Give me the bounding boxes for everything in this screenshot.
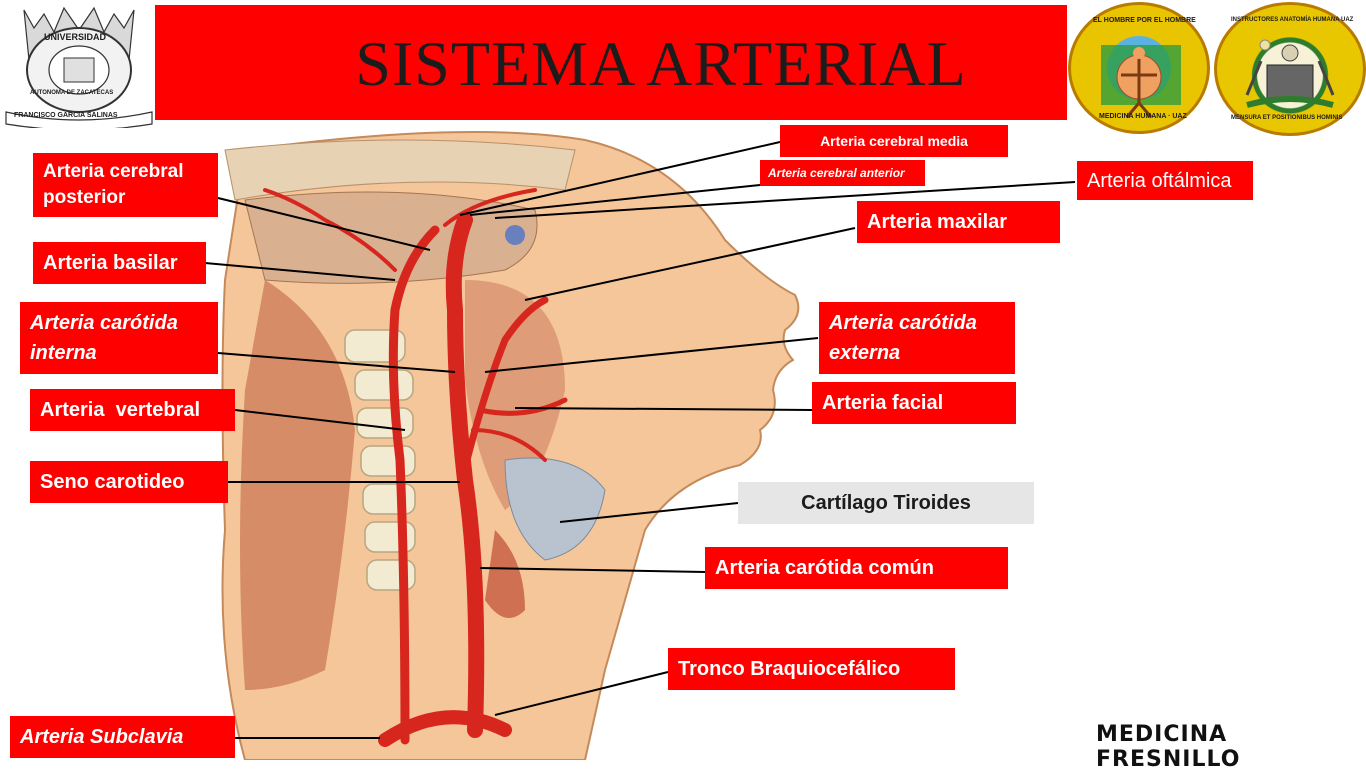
label-arteria-oftalmica: Arteria oftálmica <box>1077 161 1253 200</box>
seal-mid-bottom-text: MEDICINA HUMANA · UAZ <box>1099 113 1187 120</box>
seal-left-top-text: UNIVERSIDAD <box>44 32 107 42</box>
label-arteria-vertebral: Arteria vertebral <box>30 389 235 431</box>
page-title: SISTEMA ARTERIAL <box>355 28 967 99</box>
seal-left-side-text: AUTONOMA DE ZACATECAS <box>30 90 114 96</box>
label-arteria-carotida-comun: Arteria carótida común <box>705 547 1008 589</box>
label-arteria-cerebral-anterior: Arteria cerebral anterior <box>760 160 925 186</box>
seal-mid-top-text: EL HOMBRE POR EL HOMBRE <box>1093 17 1196 24</box>
label-arteria-maxilar: Arteria maxilar <box>857 201 1060 243</box>
label-arteria-facial: Arteria facial <box>812 382 1016 424</box>
university-seal-logo <box>5 6 153 128</box>
seal-right-top-text: INSTRUCTORES ANATOMÍA HUMANA UAZ <box>1231 17 1354 23</box>
label-arteria-basilar: Arteria basilar <box>33 242 206 284</box>
label-arteria-cerebral-media: Arteria cerebral media <box>780 125 1008 157</box>
label-arteria-carotida-externa: Arteria carótida externa <box>819 302 1015 374</box>
label-arteria-subclavia: Arteria Subclavia <box>10 716 235 758</box>
title-banner: SISTEMA ARTERIAL <box>155 5 1067 120</box>
instructores-anatomia-seal-logo: INSTRUCTORES ANATOMÍA HUMANA UAZ MENSURA… <box>1214 2 1366 136</box>
seal-left-bottom-text: FRANCISCO GARCIA SALINAS <box>14 112 118 119</box>
label-tronco-braquiocefalico: Tronco Braquiocefálico <box>668 648 955 690</box>
label-seno-carotideo: Seno carotideo <box>30 461 228 503</box>
seal-right-bottom-text: MENSURA ET POSITIONIBUS HOMINIS <box>1231 115 1343 121</box>
footer-brand: MEDICINA FRESNILLO <box>1096 722 1241 772</box>
label-arteria-carotida-interna: Arteria carótida interna <box>20 302 218 374</box>
label-cartilago-tiroides: Cartílago Tiroides <box>738 482 1034 524</box>
label-arteria-cerebral-posterior: Arteria cerebral posterior <box>33 153 218 217</box>
medicina-humana-seal-logo: EL HOMBRE POR EL HOMBRE MEDICINA HUMANA … <box>1068 2 1210 134</box>
